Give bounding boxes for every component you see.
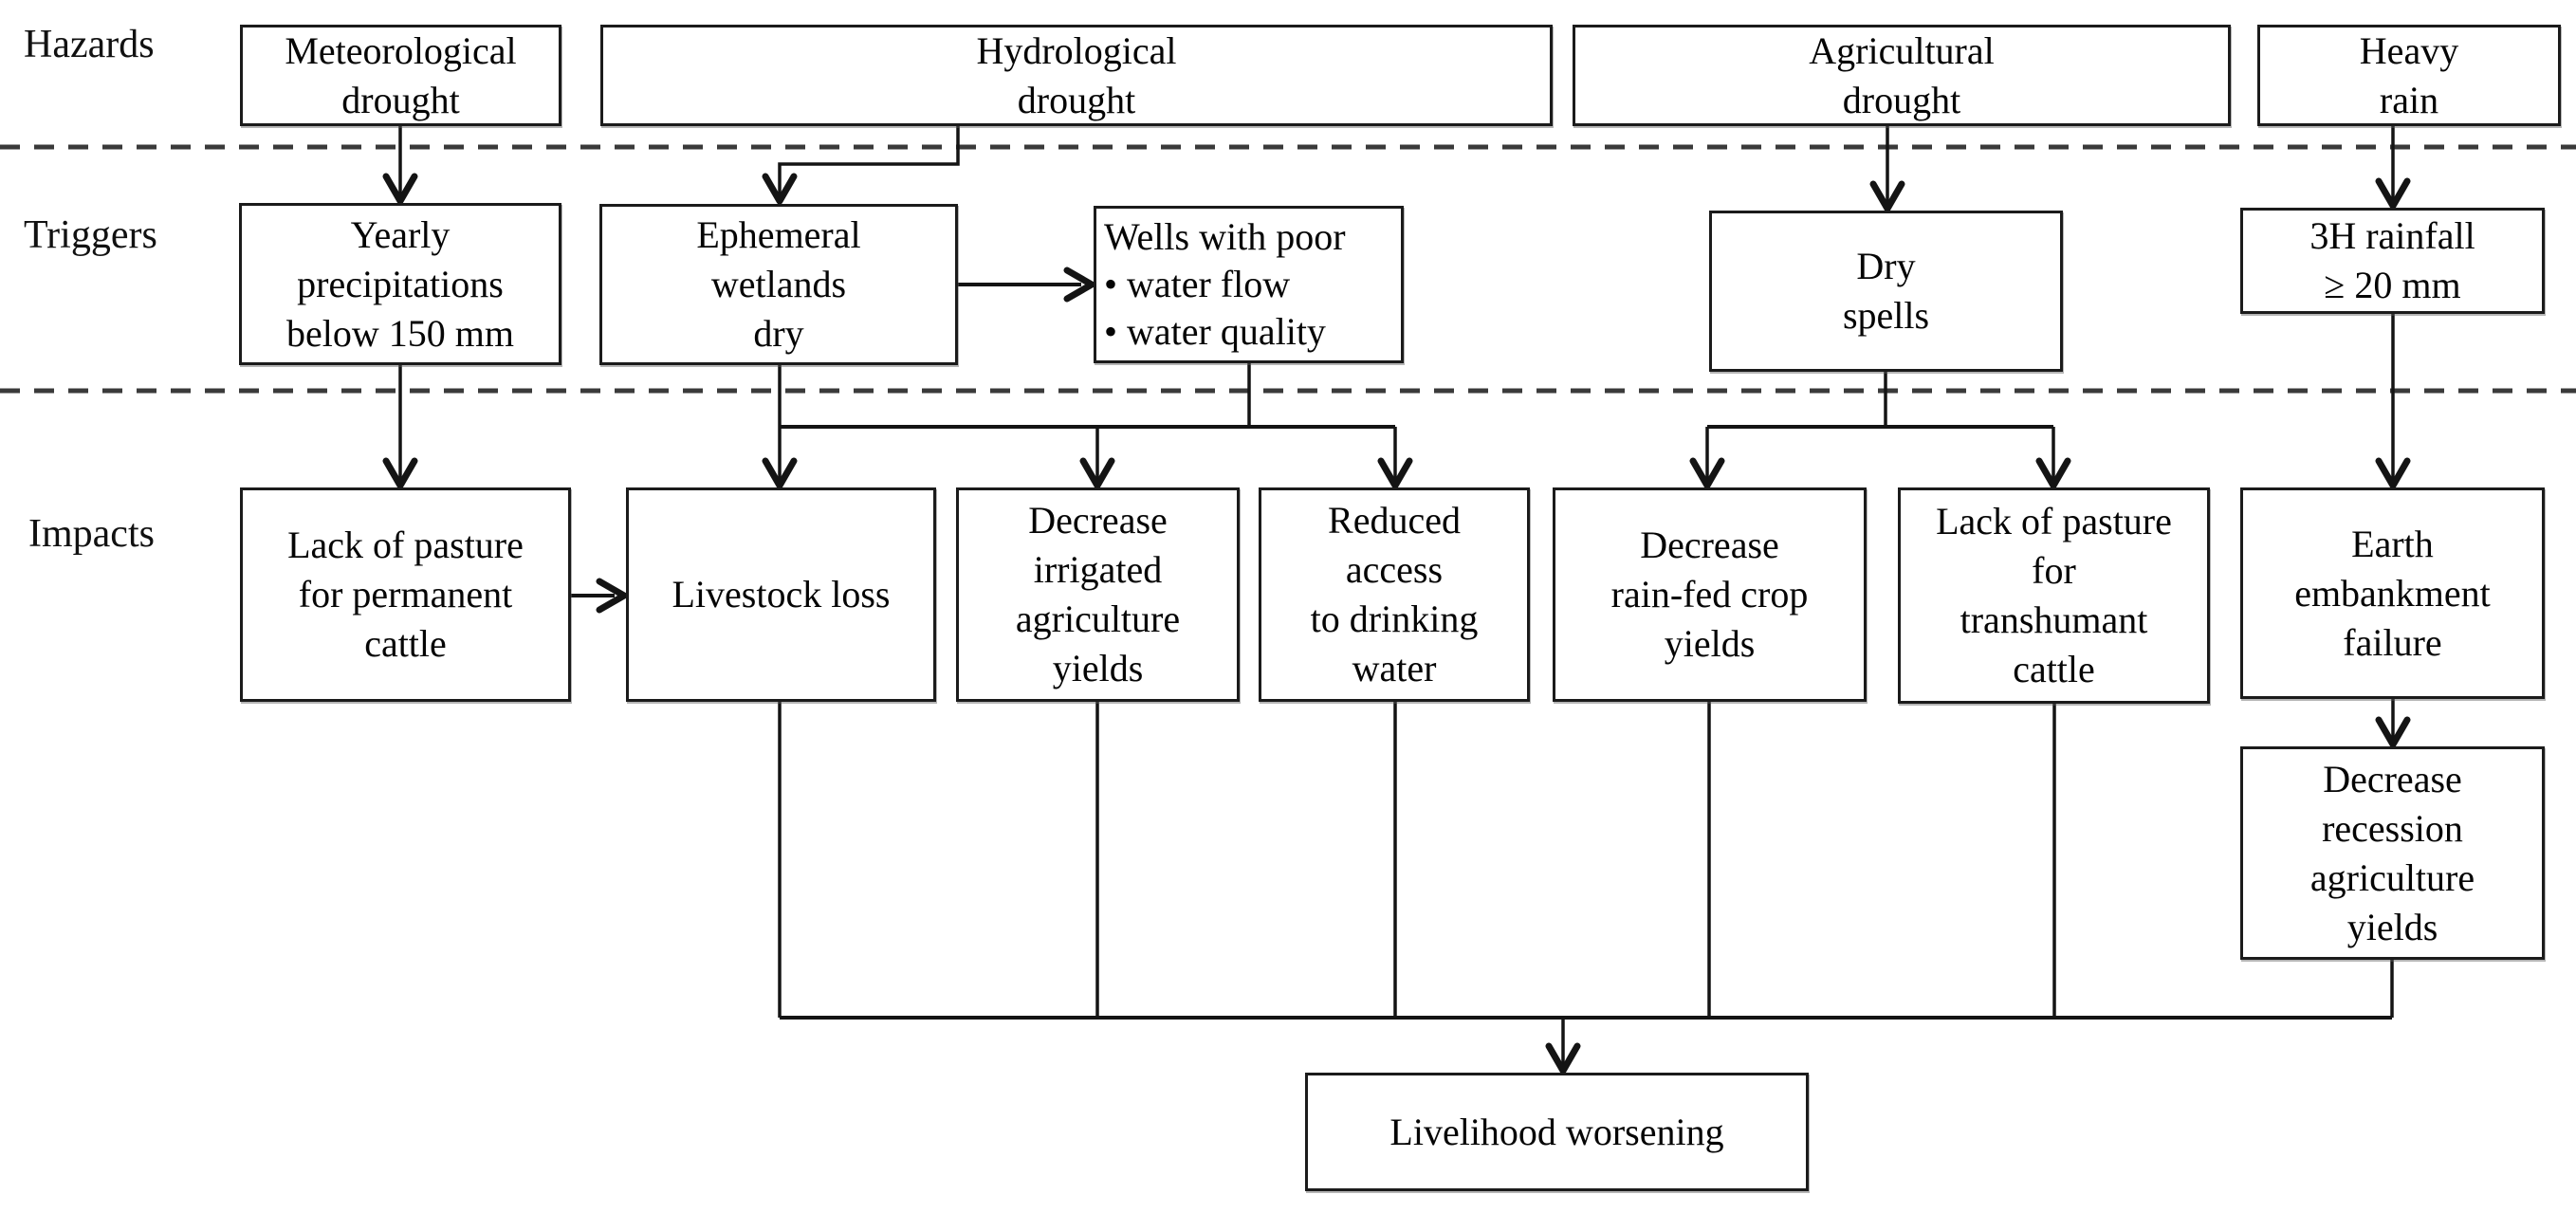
- node-earth-embankment-failure: Earth embankment failure: [2240, 487, 2545, 699]
- node-yearly-precipitations: Yearly precipitations below 150 mm: [239, 203, 561, 365]
- node-ephemeral-wetlands-dry: Ephemeral wetlands dry: [599, 204, 958, 365]
- node-3h-rainfall: 3H rainfall ≥ 20 mm: [2240, 208, 2545, 314]
- node-dry-spells: Dry spells: [1709, 211, 2063, 372]
- node-lack-pasture-transhumant: Lack of pasture for transhumant cattle: [1898, 487, 2210, 704]
- node-meteorological-drought: Meteorological drought: [240, 25, 561, 126]
- node-livelihood-worsening: Livelihood worsening: [1305, 1073, 1809, 1191]
- node-agricultural-drought: Agricultural drought: [1573, 25, 2231, 126]
- node-decrease-rainfed: Decrease rain-fed crop yields: [1553, 487, 1867, 702]
- node-hydrological-drought: Hydrological drought: [600, 25, 1553, 126]
- row-label-hazards: Hazards: [24, 23, 155, 66]
- arrowheads: [382, 173, 2411, 1075]
- row-label-impacts: Impacts: [28, 512, 155, 556]
- node-decrease-irrigated: Decrease irrigated agriculture yields: [956, 487, 1240, 702]
- node-wells-poor: Wells with poor • water flow • water qua…: [1094, 206, 1404, 363]
- node-decrease-recession: Decrease recession agriculture yields: [2240, 746, 2545, 960]
- node-reduced-access-water: Reduced access to drinking water: [1259, 487, 1530, 702]
- edge-hydrological-to-ephemeral: [778, 123, 960, 197]
- node-livestock-loss: Livestock loss: [626, 487, 936, 702]
- row-label-triggers: Triggers: [24, 213, 157, 257]
- node-lack-pasture-permanent: Lack of pasture for permanent cattle: [240, 487, 571, 702]
- node-heavy-rain: Heavy rain: [2257, 25, 2561, 126]
